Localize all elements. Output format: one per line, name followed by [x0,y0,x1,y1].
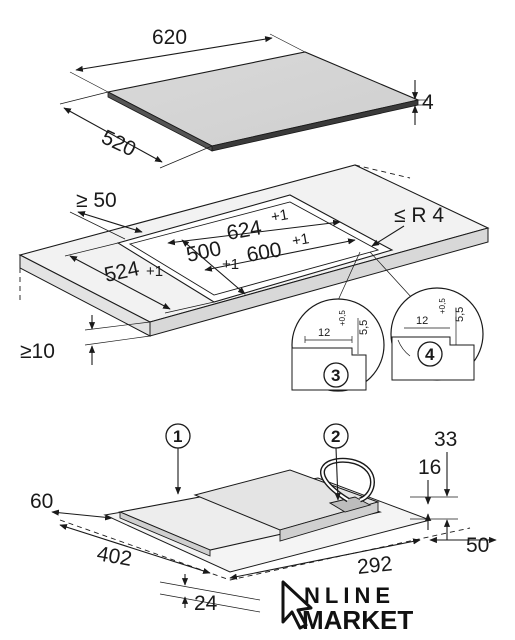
dim-24: 24 [159,574,261,615]
depth-label: 520 [98,126,139,162]
online-market-logo: NLINE MARKET [281,580,413,635]
inner-width-dimension: 600 +1 [204,230,356,272]
detail-4-marker: 4 [425,345,435,364]
width-label: 620 [152,26,187,49]
thickness-label: 4 [422,91,434,114]
thickness-dimension: 4 [411,80,434,125]
dim-33: 33 [410,428,458,540]
dim-16-label: 16 [418,456,441,479]
callout-1-label: 1 [173,427,182,446]
corner-radius-label: ≤ R 4 [394,204,444,227]
dim-292-label: 292 [356,552,393,579]
back-clearance-label: ≥ 50 [76,189,117,212]
width-dimension: 620 [69,26,306,93]
dim-50-label: 50 [466,534,489,557]
worktop-thickness-label: ≥10 [20,340,55,363]
corner-radius-callout: ≤ R 4 [371,204,444,247]
detail-4-tol: +0,5 [438,298,447,314]
inner-width-tol: +1 [291,230,311,250]
detail-3-magnifier: 12 5,5 +0,5 3 [291,298,385,392]
logo-line-1: NLINE [304,583,395,608]
dim-292: 292 [229,538,421,580]
detail-4-magnifier: 12 5,5 +0,5 4 [390,287,484,381]
callout-2-label: 2 [331,427,340,446]
cooktop-panel [106,51,420,152]
detail-3-depth: 5,5 [358,320,370,335]
callout-1: 1 [165,423,191,495]
worktop-thickness-dimension: ≥10 [20,315,151,365]
callout-2: 2 [323,423,349,501]
detail-4-depth: 5,5 [454,307,466,322]
detail-3-marker: 3 [331,366,340,385]
detail-3-tol: +0,5 [338,310,347,326]
dim-60: 60 [30,490,113,521]
dim-24-label: 24 [194,592,218,615]
dim-33-label: 33 [434,428,457,451]
logo-line-2: MARKET [302,605,413,635]
inner-depth-tol: +1 [222,256,239,273]
outer-width-tol: +1 [270,206,290,226]
outer-depth-tol: +1 [146,263,163,280]
dim-50: 50 [429,534,497,557]
detail-3-width: 12 [318,327,330,339]
inner-depth-dimension: 500 +1 [181,237,246,295]
detail-4-width: 12 [416,315,428,327]
back-clearance-dimension: ≥ 50 [69,189,143,240]
dim-60-label: 60 [30,490,53,513]
dim-16: 16 [418,456,441,530]
cursor-icon [281,580,313,630]
